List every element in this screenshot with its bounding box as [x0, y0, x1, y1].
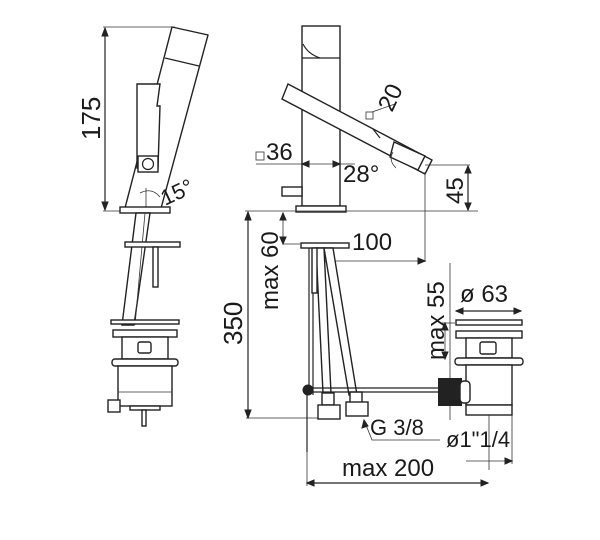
arrow-head-icon	[244, 210, 252, 221]
arrow-head-icon	[101, 26, 109, 37]
rod-side	[152, 246, 159, 288]
waste-collar	[454, 357, 524, 366]
arrow-head-icon	[244, 409, 252, 420]
waste-pin-side	[141, 409, 147, 427]
lever-pivot-box	[137, 155, 159, 173]
dim-label-d63: ø 63	[460, 281, 508, 308]
base-plate-front	[295, 205, 347, 213]
dim-label-45: 45	[442, 177, 469, 204]
arrow-head-icon	[300, 160, 310, 168]
square-symbol-icon	[365, 111, 374, 120]
base-plate-side	[119, 206, 171, 214]
dim-label-350: 350	[218, 302, 248, 345]
waste-nut	[465, 404, 513, 416]
waste-linkage-side	[107, 399, 121, 413]
pivot-circle-icon	[141, 157, 155, 171]
waste-window	[479, 341, 497, 355]
arrow-head-icon	[361, 418, 369, 429]
arrow-head-icon	[513, 307, 523, 315]
angle-arc	[390, 151, 397, 169]
waste-tail-side	[117, 365, 173, 407]
dimension-line-20	[372, 128, 381, 139]
dim-label-36: 36	[266, 139, 293, 166]
dim-label-max55: max 55	[423, 281, 450, 360]
hose-ferrule-left	[321, 392, 335, 406]
angle-arc	[139, 190, 161, 198]
arrow-head-icon	[441, 321, 449, 331]
dim-label-175: 175	[76, 97, 106, 140]
square-symbol-icon	[255, 151, 265, 161]
spout-aerator	[389, 141, 426, 171]
popup-rod	[311, 247, 318, 294]
shank-line	[134, 212, 146, 326]
linkage-clip-icon	[302, 384, 314, 396]
waste-knob	[438, 378, 462, 406]
hose-nut-left	[317, 404, 341, 420]
dim-label-thread: ø1"1/4	[446, 427, 510, 452]
waste-flange-side	[110, 319, 180, 325]
arrow-head-icon	[464, 202, 472, 212]
fixing-plate-front	[300, 242, 350, 249]
waste-knob-housing	[459, 380, 471, 404]
dim-label-g38: G 3/8	[370, 415, 424, 440]
fixing-plate-side	[124, 241, 181, 248]
body-band	[164, 57, 200, 67]
arrow-head-icon	[441, 351, 449, 361]
front-view: 20 36 28° 45 100 max 60	[218, 25, 490, 487]
dim-label-100: 100	[352, 229, 392, 256]
waste-window-side	[137, 341, 152, 354]
arrow-head-icon	[332, 160, 342, 168]
waste-collar-side	[111, 358, 179, 367]
lever-curve	[302, 43, 321, 59]
arrow-head-icon	[417, 257, 427, 265]
arrow-head-icon	[101, 201, 109, 212]
popup-button	[281, 186, 303, 197]
arrow-head-icon	[480, 479, 490, 487]
waste-tail	[465, 364, 513, 406]
hose-nut-right	[345, 401, 369, 417]
waste-ring	[455, 330, 523, 339]
arrow-head-icon	[454, 307, 464, 315]
extension-line	[371, 103, 396, 113]
arrow-head-icon	[305, 479, 315, 487]
arrow-head-icon	[504, 457, 514, 465]
waste-flange	[455, 319, 523, 326]
arrow-head-icon	[279, 236, 287, 246]
waste-detail: ø 63 ø1"1/4	[438, 281, 524, 470]
arrow-head-icon	[464, 164, 472, 174]
lever-housing	[136, 83, 161, 169]
arrow-head-icon	[279, 211, 287, 221]
dim-label-max200: max 200	[342, 455, 434, 482]
dim-label-max60: max 60	[257, 231, 284, 310]
waste-ring-side	[112, 329, 178, 338]
dim-label-28deg: 28°	[343, 161, 379, 188]
shank-side	[121, 212, 151, 326]
side-view: 175 15°	[76, 26, 209, 427]
